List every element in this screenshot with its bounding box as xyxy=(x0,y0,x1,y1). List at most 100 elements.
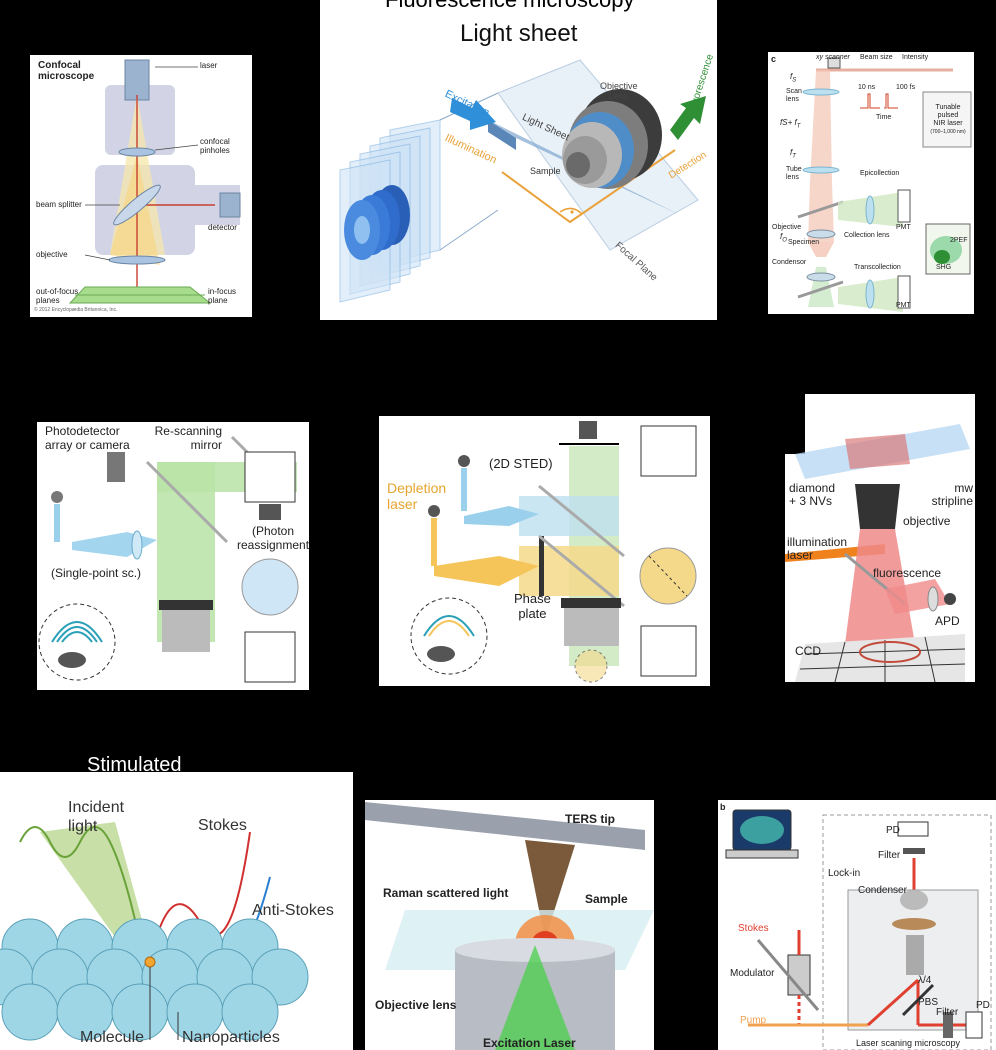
mp-fsft-rest: S+ f xyxy=(782,118,797,127)
laser-source-icon xyxy=(51,491,63,503)
mp-objective: Objective xyxy=(772,224,802,231)
nv-diamond-2: + 3 NVs xyxy=(789,494,833,508)
objective-lens xyxy=(562,89,662,189)
mp-tunable-3: NIR laser xyxy=(933,120,963,127)
objective-label-1: Objective xyxy=(600,81,638,91)
ters-excitation: Excitation Laser xyxy=(483,1036,576,1050)
confocal-detector-label: detector xyxy=(208,223,237,232)
nv-apd: APD xyxy=(935,614,960,628)
stimulated-banner: Stimulated xyxy=(37,752,227,772)
sted-phase-1: Phase xyxy=(514,591,551,606)
nv-illum-2: laser xyxy=(787,548,814,562)
stimulated-label: Stimulated xyxy=(87,754,182,772)
sted-depletion-2: laser xyxy=(387,496,418,512)
nv-diagram xyxy=(785,394,975,682)
nv-mw-1: mw xyxy=(954,481,973,495)
mp-pmt-bottom: PMT xyxy=(896,302,911,309)
confocal-diagram xyxy=(68,59,241,304)
mp-ft-f: f xyxy=(790,148,793,157)
sted-diagram xyxy=(410,421,697,683)
mp-ft-sub: T xyxy=(792,153,796,160)
mp-specimen: Specimen xyxy=(788,239,820,246)
ism-photodetector-2: array or camera xyxy=(45,438,130,452)
nv-fluorescence: fluorescence xyxy=(873,566,942,580)
mp-time: Time xyxy=(876,114,892,121)
mp-beam-size: Beam size xyxy=(860,54,893,61)
confocal-laser-label: laser xyxy=(200,61,218,70)
nv-mw-2: stripline xyxy=(931,494,973,508)
mp-fo: fO xyxy=(780,232,787,244)
mp-fo-sub: O xyxy=(782,237,787,244)
ters-sample: Sample xyxy=(585,892,628,906)
ters-diagram xyxy=(365,802,654,1050)
sers-stokes: Stokes xyxy=(198,817,247,834)
mp-fs-sub: S xyxy=(792,77,797,84)
sers-anti-stokes: Anti-Stokes xyxy=(252,902,334,919)
mp-tunable-4: (700–1,000 nm) xyxy=(930,129,966,135)
mp-transcollection: Transcollection xyxy=(854,264,901,271)
sers-incident-2: light xyxy=(68,818,98,835)
mp-fs100: 100 fs xyxy=(896,84,916,91)
confocal-oof-1: out-of-focus xyxy=(36,287,79,296)
pinhole-lens xyxy=(118,147,156,157)
multiphoton-diagram xyxy=(797,57,972,312)
mp-fs: fS xyxy=(790,72,796,84)
ters-raman: Raman scattered light xyxy=(383,886,509,900)
laptop-icon xyxy=(259,504,281,520)
sers-diagram xyxy=(0,822,309,1041)
mp-epicollection: Epicollection xyxy=(860,170,900,177)
nv-ccd: CCD xyxy=(795,644,821,658)
srs-condenser: Condenser xyxy=(858,885,907,896)
ters-tip-icon xyxy=(525,840,575,940)
ters-panel: TERS tip Raman scattered light Sample Ob… xyxy=(365,800,654,1050)
page-title: Fluorescence microscopy xyxy=(385,0,634,13)
sted-label: (2D STED) xyxy=(489,456,553,471)
sers-incident-1: Incident xyxy=(68,799,125,816)
mp-scan-2: lens xyxy=(786,96,799,103)
srs-lockin: Lock-in xyxy=(828,868,861,879)
confocal-inf-2: plane xyxy=(208,296,228,305)
nanoparticle-array xyxy=(0,918,309,1041)
apd-icon xyxy=(944,593,956,605)
srs-pd-top: PD xyxy=(886,825,900,836)
nv-objective: objective xyxy=(903,514,951,528)
srs-stokes: Stokes xyxy=(738,923,769,934)
srs-diagram xyxy=(725,809,992,1050)
sted-depletion-1: Depletion xyxy=(387,480,447,496)
sers-molecule: Molecule xyxy=(80,1029,145,1046)
confocal-pinholes-2: pinholes xyxy=(200,146,230,155)
nv-diamond-1: diamond xyxy=(789,481,836,495)
srs-panel: b PD Filter Lock-in Condenser Stokes Mod… xyxy=(718,800,996,1050)
molecule-dot xyxy=(144,956,156,968)
mp-ft: fT xyxy=(790,148,796,160)
mp-ns: 10 ns xyxy=(858,84,876,91)
beam-splitter-icon xyxy=(113,184,161,226)
ism-photon-1: (Photon xyxy=(251,524,295,538)
ism-diagram xyxy=(38,435,299,683)
srs-pd: PD xyxy=(976,1000,990,1011)
srs-pump: Pump xyxy=(740,1015,767,1026)
mp-fsft-sub: T xyxy=(796,123,801,130)
srs-b: b xyxy=(720,802,726,812)
mp-c: c xyxy=(771,54,777,64)
sted-phase-2: plate xyxy=(518,606,547,621)
sers-panel: Incident light Stokes Anti-Stokes Molecul… xyxy=(0,772,353,1050)
mp-fsft-f: f xyxy=(780,118,783,127)
confocal-beam-splitter-label: beam splitter xyxy=(36,200,82,209)
srs-filter: Filter xyxy=(936,1007,959,1018)
srs-pbs: PBS xyxy=(918,997,939,1008)
mp-2pef: 2PEF xyxy=(950,237,968,244)
